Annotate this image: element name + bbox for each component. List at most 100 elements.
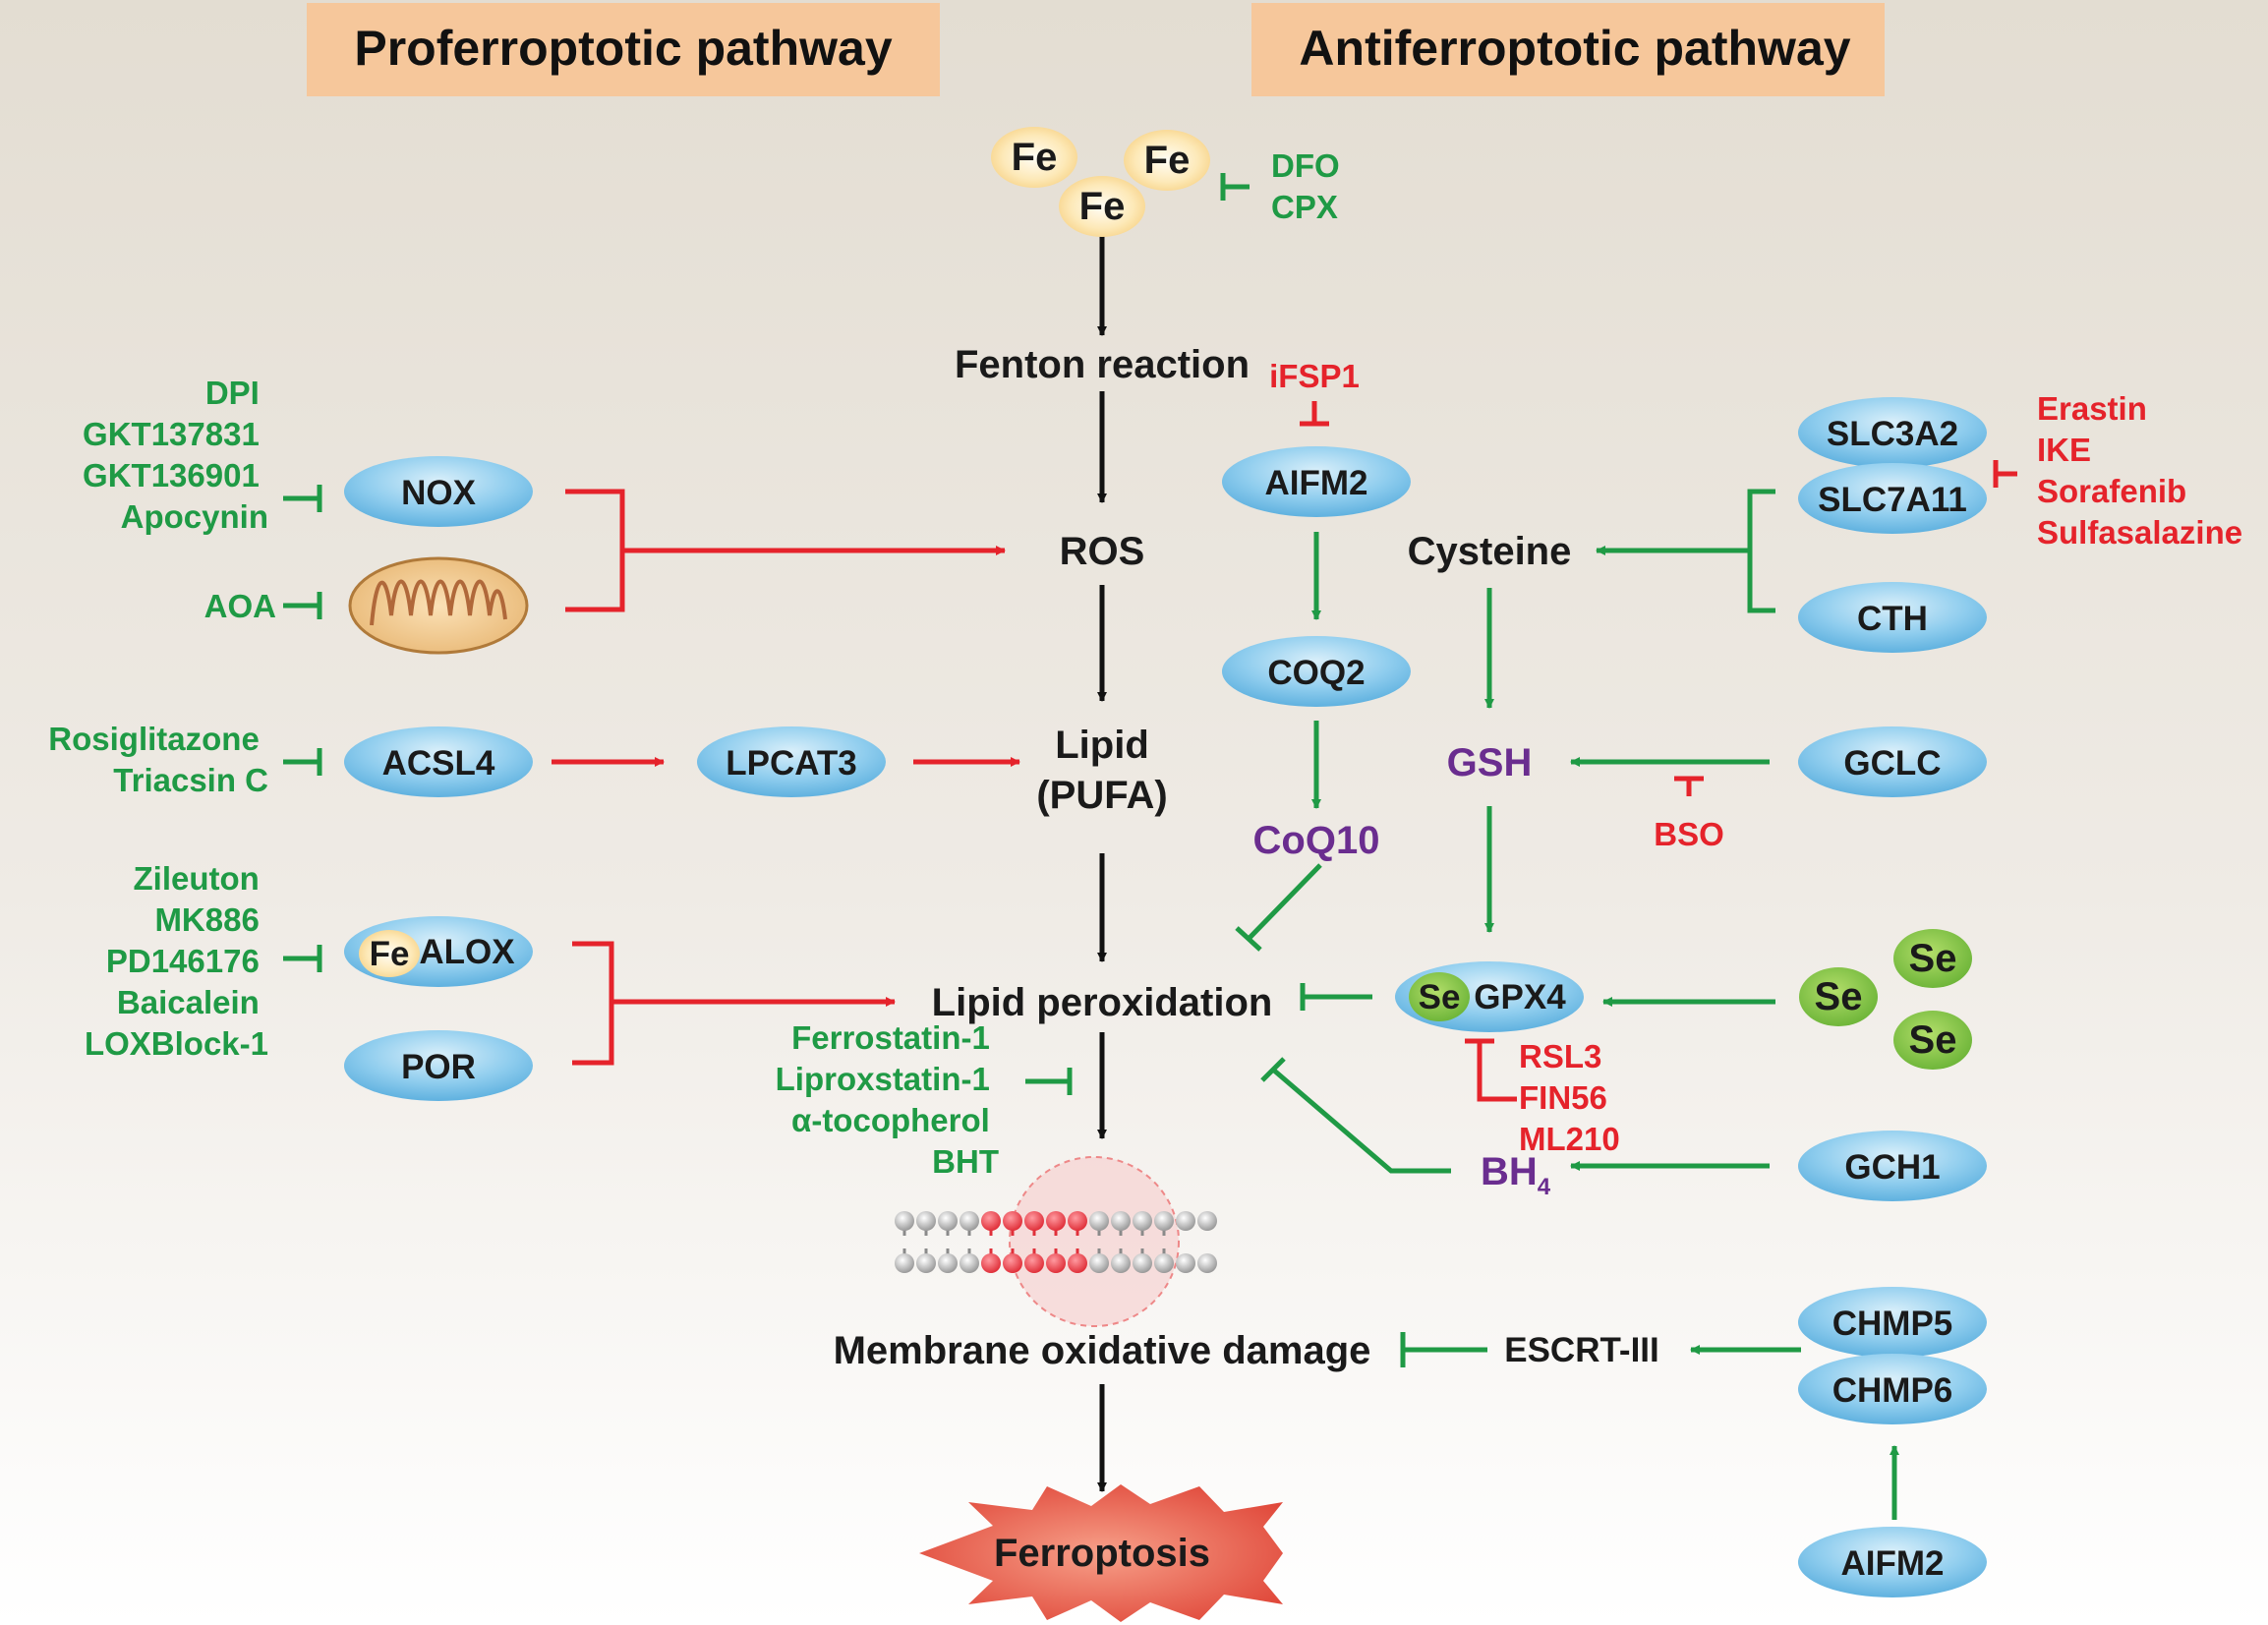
inhibitor-ike: IKE <box>2037 432 2091 468</box>
oxidized-lipid-head <box>1068 1211 1087 1231</box>
oxidized-lipid-head <box>981 1253 1001 1273</box>
se-label-1: Se <box>1909 937 1957 980</box>
lipid-head <box>1154 1253 1174 1273</box>
oxidized-lipid-head <box>1046 1253 1066 1273</box>
alox-fe-ion <box>359 930 420 977</box>
nox-label: NOX <box>401 474 477 512</box>
lpcat3-label: LPCAT3 <box>726 744 857 783</box>
inhibitor-sulfasalazine: Sulfasalazine <box>2037 514 2242 551</box>
inhibitor-rsl3: RSL3 <box>1519 1038 1601 1074</box>
bilayer-lipids <box>895 1211 1217 1273</box>
por-protein <box>344 1030 533 1101</box>
lipid-head <box>895 1253 914 1273</box>
fe-label-3: Fe <box>1079 185 1126 228</box>
damage-halo <box>1009 1156 1180 1327</box>
lipid-head <box>1197 1211 1217 1231</box>
gpx4-inhibitor-list: RSL3 FIN56 ML210 <box>1519 1038 1620 1157</box>
antiferroptotic-header-box <box>1251 3 1885 96</box>
inhibitor-triacsin-c: Triacsin C <box>113 762 268 798</box>
acsl4-inhibitor-list: Rosiglitazone Triacsin C <box>48 721 268 798</box>
inhibitor-zileuton: Zileuton <box>134 860 260 897</box>
inhibitor-ml210: ML210 <box>1519 1121 1620 1157</box>
fe-label-1: Fe <box>1012 136 1058 179</box>
inhibitor-baicalein: Baicalein <box>117 984 260 1020</box>
chmp5-protein <box>1798 1287 1987 1358</box>
oxidized-lipid-head <box>1003 1253 1022 1273</box>
inhibitor-pd146176: PD146176 <box>106 943 260 979</box>
lipid-head <box>1089 1253 1109 1273</box>
iron-cluster: Fe Fe Fe <box>991 127 1210 237</box>
lipid-peroxidation-inhibitor-list: Ferrostatin-1 Liproxstatin-1 α-tocophero… <box>776 1019 999 1180</box>
slc7a11-protein <box>1798 463 1987 534</box>
inhibitor-dpi: DPI <box>205 375 260 411</box>
inhibitor-gkt136901: GKT136901 <box>83 457 260 493</box>
system-xc-inhibitor-list: Erastin IKE Sorafenib Sulfasalazine <box>2037 390 2242 551</box>
inhibitor-apocynin: Apocynin <box>121 498 268 535</box>
lipid-head <box>1176 1211 1195 1231</box>
inhibitor-gkt137831: GKT137831 <box>83 416 260 452</box>
coq2-protein <box>1222 636 1411 707</box>
alox-inhibitor-list: Zileuton MK886 PD146176 Baicalein LOXBlo… <box>85 860 268 1062</box>
se-atom-2 <box>1799 967 1878 1026</box>
mitochondrion-icon <box>348 556 529 655</box>
cysteine-label: Cysteine <box>1408 530 1572 573</box>
pro-arrows <box>552 489 1020 1066</box>
fe-ion-2 <box>1124 130 1210 191</box>
lipid-head <box>895 1211 914 1231</box>
lipid-head <box>1133 1253 1152 1273</box>
gch1-protein <box>1798 1131 1987 1201</box>
membrane-damage-label: Membrane oxidative damage <box>834 1329 1371 1372</box>
inhibitor-fin56: FIN56 <box>1519 1079 1607 1116</box>
inhibitor-dfo: DFO <box>1271 147 1340 184</box>
chmp6-protein <box>1798 1354 1987 1424</box>
anti-arrows <box>1311 489 1899 1520</box>
lipid-head <box>1111 1253 1131 1273</box>
aifm2-protein-top <box>1222 446 1411 517</box>
bh4-label: BH4 <box>1481 1150 1551 1200</box>
nox-protein <box>344 456 533 527</box>
lipid-head <box>960 1253 979 1273</box>
aifm2-label-top: AIFM2 <box>1265 464 1368 502</box>
se-label-2: Se <box>1815 975 1863 1018</box>
inhibitor-ifsp1: iFSP1 <box>1269 358 1360 394</box>
inhibitor-bso: BSO <box>1654 816 1724 852</box>
fe-label-2: Fe <box>1144 139 1191 182</box>
lipid-head <box>1154 1211 1174 1231</box>
nox-inhibitor-list: DPI GKT137831 GKT136901 Apocynin <box>83 375 268 535</box>
alox-fe-label: Fe <box>370 935 410 973</box>
lipid-head <box>1089 1211 1109 1231</box>
lipid-head <box>938 1211 958 1231</box>
inhibitor-bht: BHT <box>932 1143 999 1180</box>
inhibitor-mk886: MK886 <box>154 901 259 938</box>
se-atom-3 <box>1893 1011 1972 1070</box>
lipid-label: Lipid <box>1055 724 1149 767</box>
oxidized-lipid-head <box>981 1211 1001 1231</box>
gclc-protein <box>1798 726 1987 797</box>
green-inhibitions <box>283 173 1487 1367</box>
alox-label: ALOX <box>419 933 515 971</box>
slc3a2-protein <box>1798 397 1987 468</box>
oxidized-lipid-head <box>1024 1253 1044 1273</box>
inhibitor-liproxstatin-1: Liproxstatin-1 <box>776 1061 990 1097</box>
selenium-cluster: Se Se Se <box>1799 929 1972 1070</box>
slc3a2-label: SLC3A2 <box>1827 415 1958 453</box>
oxidized-lipid-head <box>1003 1211 1022 1231</box>
cth-label: CTH <box>1857 600 1928 638</box>
gpx4-se-label: Se <box>1419 978 1461 1016</box>
pufa-label: (PUFA) <box>1036 774 1167 817</box>
ferroptosis-label: Ferroptosis <box>994 1532 1210 1575</box>
gch1-label: GCH1 <box>1844 1148 1940 1187</box>
inhibitor-cpx: CPX <box>1271 189 1338 225</box>
oxidized-lipid-head <box>1024 1211 1044 1231</box>
acsl4-protein <box>344 726 533 797</box>
chmp5-label: CHMP5 <box>1832 1305 1953 1343</box>
antiferroptotic-header: Antiferroptotic pathway <box>1299 21 1850 76</box>
por-label: POR <box>401 1048 476 1086</box>
ros-label: ROS <box>1060 530 1145 573</box>
lipid-bilayer <box>895 1156 1217 1327</box>
acsl4-label: ACSL4 <box>382 744 495 783</box>
ferroptosis-burst <box>919 1484 1283 1622</box>
lipid-head <box>1176 1253 1195 1273</box>
chmp6-label: CHMP6 <box>1832 1371 1953 1410</box>
lpcat3-protein <box>697 726 886 797</box>
